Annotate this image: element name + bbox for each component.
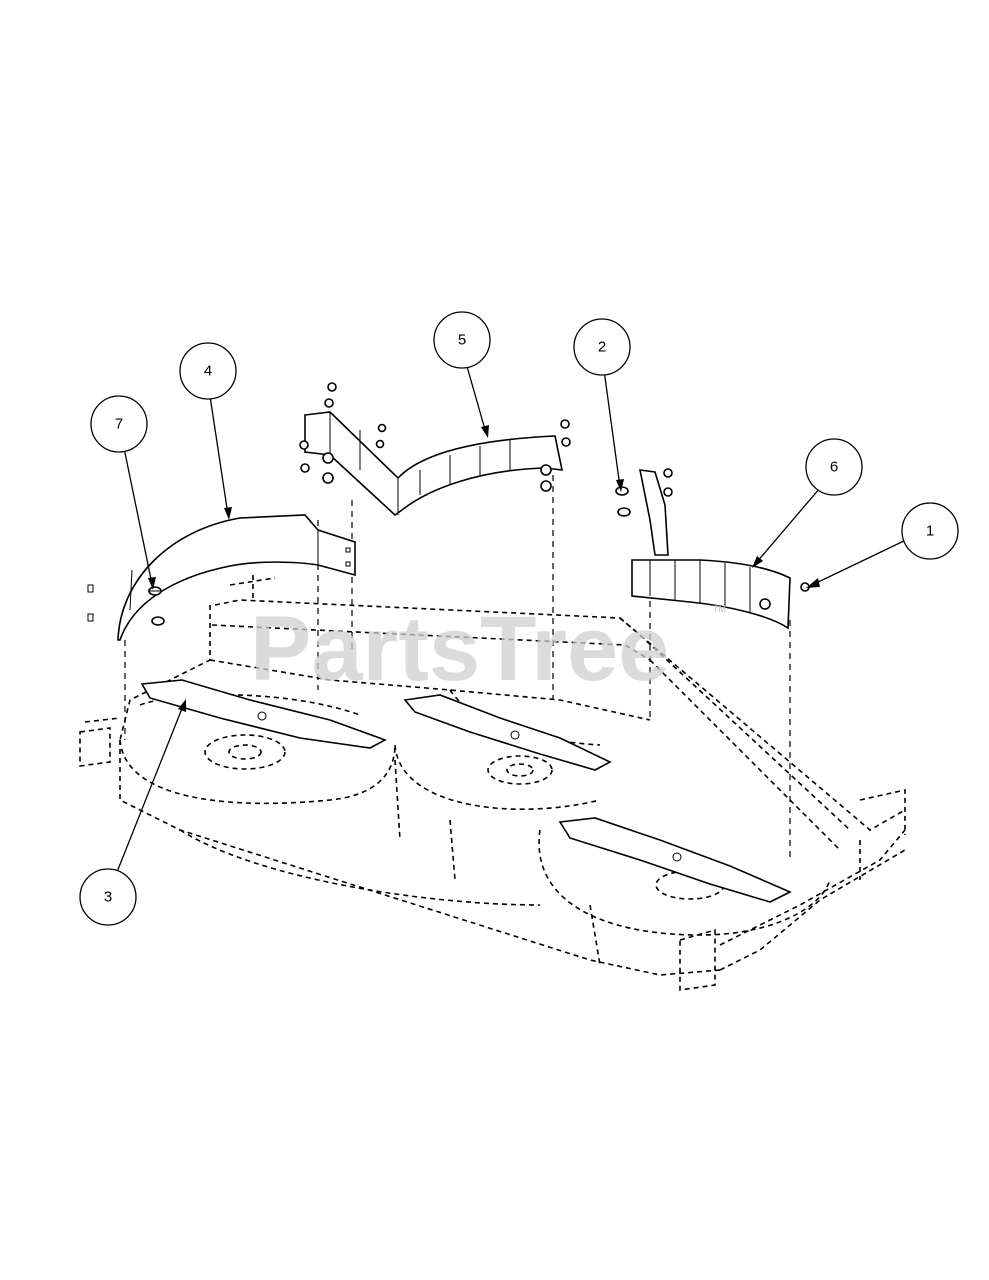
baffle-center: [299, 382, 571, 517]
watermark: PartsTree TM: [250, 598, 726, 700]
baffle-right: [631, 469, 810, 630]
callout-2-label: 2: [598, 339, 606, 356]
callout-5[interactable]: 5: [433, 311, 491, 369]
callout-4[interactable]: 4: [179, 342, 237, 400]
callout-6-label: 6: [830, 459, 838, 476]
bolts-left: [87, 584, 165, 626]
mower-blades: [140, 679, 792, 903]
callout-2[interactable]: 2: [573, 318, 631, 376]
callout-3[interactable]: 3: [79, 868, 137, 926]
watermark-tm: TM: [713, 604, 726, 614]
leader-lines: [116, 362, 909, 873]
callout-3-label: 3: [104, 889, 112, 906]
callout-7-label: 7: [115, 416, 123, 433]
callout-1[interactable]: 1: [901, 502, 959, 560]
callout-6[interactable]: 6: [805, 438, 863, 496]
callout-1-label: 1: [926, 523, 934, 540]
callout-5-label: 5: [458, 332, 466, 349]
bolts-right: [615, 468, 673, 517]
watermark-text: PartsTree: [250, 598, 669, 700]
callout-4-label: 4: [204, 363, 212, 380]
callout-7[interactable]: 7: [90, 395, 148, 453]
